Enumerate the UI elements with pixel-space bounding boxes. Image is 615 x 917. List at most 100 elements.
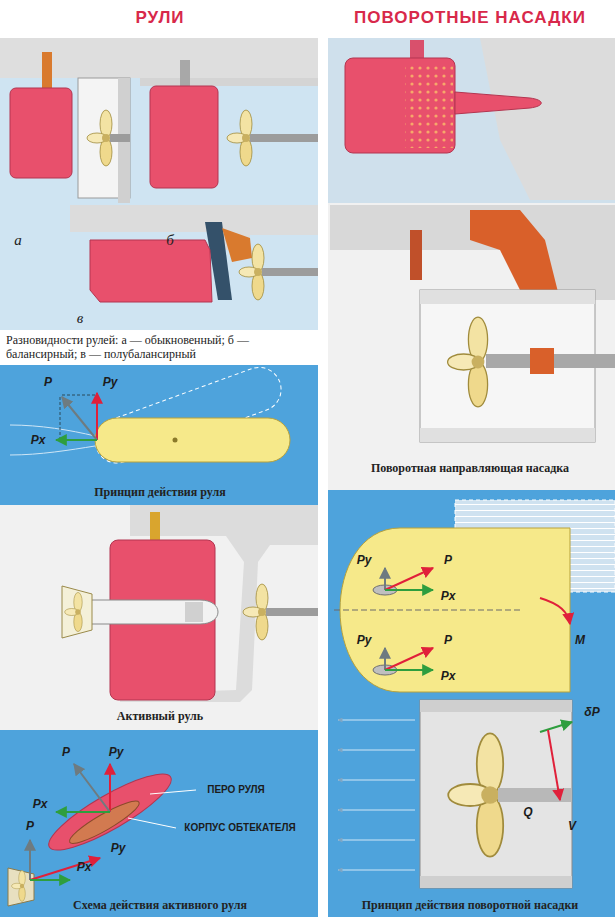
force-label: Px [77, 860, 92, 874]
rudder-principle-panel-part [62, 397, 97, 440]
steering-nozzle-panel-part [530, 348, 554, 374]
steering-nozzle-panel [328, 38, 615, 490]
active-rudder-scheme-panel-part [109, 764, 111, 812]
rudder-principle-panel-part-part [10, 425, 95, 436]
rudder-types-panel-part [0, 38, 318, 330]
active-rudder-scheme-panel [0, 730, 318, 917]
nozzle-principle-panel-part-part [338, 840, 415, 841]
active-rudder-scheme-panel-part [41, 762, 179, 861]
nozzle-principle-panel-part [338, 720, 415, 870]
force-label: V [568, 819, 576, 833]
steering-nozzle-panel-part [410, 40, 424, 60]
rudder-principle-panel-part [56, 439, 97, 441]
rudder-principle-panel-part [96, 393, 98, 440]
rudder-principle-panel [0, 361, 318, 505]
active-rudder-panel-part [266, 608, 318, 616]
force-label: Py [357, 553, 372, 567]
rudder-types-panel-part [262, 268, 318, 276]
rudder-principle-panel-part [95, 418, 290, 462]
active-rudder-scheme-panel-part [128, 818, 176, 828]
rudder-types-panel-part [42, 52, 52, 92]
force-label: Px [441, 589, 456, 603]
rudder-principle-panel-part [60, 397, 61, 440]
steering-nozzle-panel-part [405, 62, 453, 148]
force-label: P [44, 375, 52, 389]
figure-caption: Принцип действия руля [94, 485, 225, 499]
nozzle-principle-panel-part-part [338, 810, 415, 811]
force-label: δP [584, 705, 599, 719]
force-label: Px [441, 669, 456, 683]
nozzle-principle-panel-part-part [338, 750, 415, 751]
rudder-types-panel-part [222, 228, 252, 262]
force-label: Q [523, 805, 532, 819]
rudder-types-panel [0, 38, 318, 330]
figure-caption: Активный руль [117, 709, 203, 723]
nozzle-principle-panel-part [385, 589, 433, 591]
rudder-types-panel-part [250, 134, 318, 142]
force-label: P [62, 745, 70, 759]
rudder-principle-panel-part [173, 438, 178, 443]
active-rudder-scheme-panel-part [74, 764, 110, 812]
force-label: Px [33, 797, 48, 811]
force-label: P [444, 553, 452, 567]
steering-nozzle-panel-part [328, 38, 615, 203]
variant-letter: а [14, 231, 22, 249]
nozzle-principle-panel-part [420, 700, 572, 712]
rudder-types-panel-part [90, 240, 212, 302]
active-rudder-panel [0, 505, 318, 730]
nozzle-principle-panel-part-part [338, 720, 415, 721]
moment-label: M [575, 633, 585, 647]
rudder-types-panel-part [239, 244, 264, 300]
rudder-types-panel-part [110, 134, 130, 142]
force-label: Py [357, 633, 372, 647]
nozzle-principle-panel-part [420, 700, 572, 888]
nozzle-principle-panel-part [420, 876, 572, 888]
figure-caption: Поворотная направляющая насадка [371, 461, 569, 475]
steering-nozzle-panel-part [420, 290, 595, 304]
nozzle-principle-panel-part [540, 722, 572, 732]
nozzle-principle-panel-part [384, 568, 386, 590]
figure-caption: Разновидности рулей: а — обыкновенный; б… [6, 333, 312, 362]
figure-caption: Принцип действия поворотной насадки [362, 898, 579, 912]
active-rudder-panel-part [65, 592, 83, 631]
force-label: Py [111, 841, 126, 855]
active-rudder-panel-part [243, 584, 268, 640]
steering-nozzle-panel-part [455, 92, 541, 114]
force-label: P [26, 819, 34, 833]
rudder-types-panel-part [87, 110, 112, 166]
part-name: КОРПУС ОБТЕКАТЕЛЯ [184, 822, 295, 834]
rudder-types-panel-part [227, 110, 252, 166]
active-rudder-scheme-panel-part [56, 811, 110, 813]
part-name: ПЕРО РУЛЯ [207, 784, 265, 796]
active-rudder-scheme-panel-part [30, 858, 100, 880]
nozzle-principle-panel-part [334, 610, 520, 611]
active-rudder-panel-part [0, 505, 318, 730]
rudder-types-panel-part [10, 88, 72, 178]
active-rudder-scheme-panel-part [150, 790, 196, 794]
steering-nozzle-panel-part [345, 58, 455, 153]
active-rudder-panel-part [150, 512, 160, 542]
steering-nozzle-panel-part [328, 38, 615, 490]
active-rudder-scheme-panel-part [0, 730, 318, 917]
section-heading: ПОВОРОТНЫЕ НАСАДКИ [354, 8, 586, 28]
rudder-principle-panel-part-part [10, 446, 95, 455]
nozzle-principle-panel-part [385, 648, 433, 670]
active-rudder-scheme-panel-part [30, 879, 70, 881]
rudder-principle-panel-part [62, 395, 97, 396]
steering-nozzle-panel-part [448, 317, 488, 407]
nozzle-principle-panel-part [385, 669, 433, 671]
steering-nozzle-panel-part [420, 428, 595, 442]
nozzle-principle-panel-part-part [338, 780, 415, 781]
rudder-types-panel-part [140, 78, 318, 86]
active-rudder-scheme-panel-part [12, 871, 26, 902]
variant-letter: в [77, 309, 84, 327]
rudder-principle-panel-part [0, 365, 318, 505]
force-label: Py [109, 745, 124, 759]
nozzle-principle-panel-part [384, 648, 386, 670]
nozzle-principle-panel-part [498, 788, 572, 802]
nozzle-principle-panel-part [548, 730, 560, 800]
nozzle-principle-panel-part [385, 568, 433, 590]
active-rudder-panel-part [62, 586, 92, 638]
